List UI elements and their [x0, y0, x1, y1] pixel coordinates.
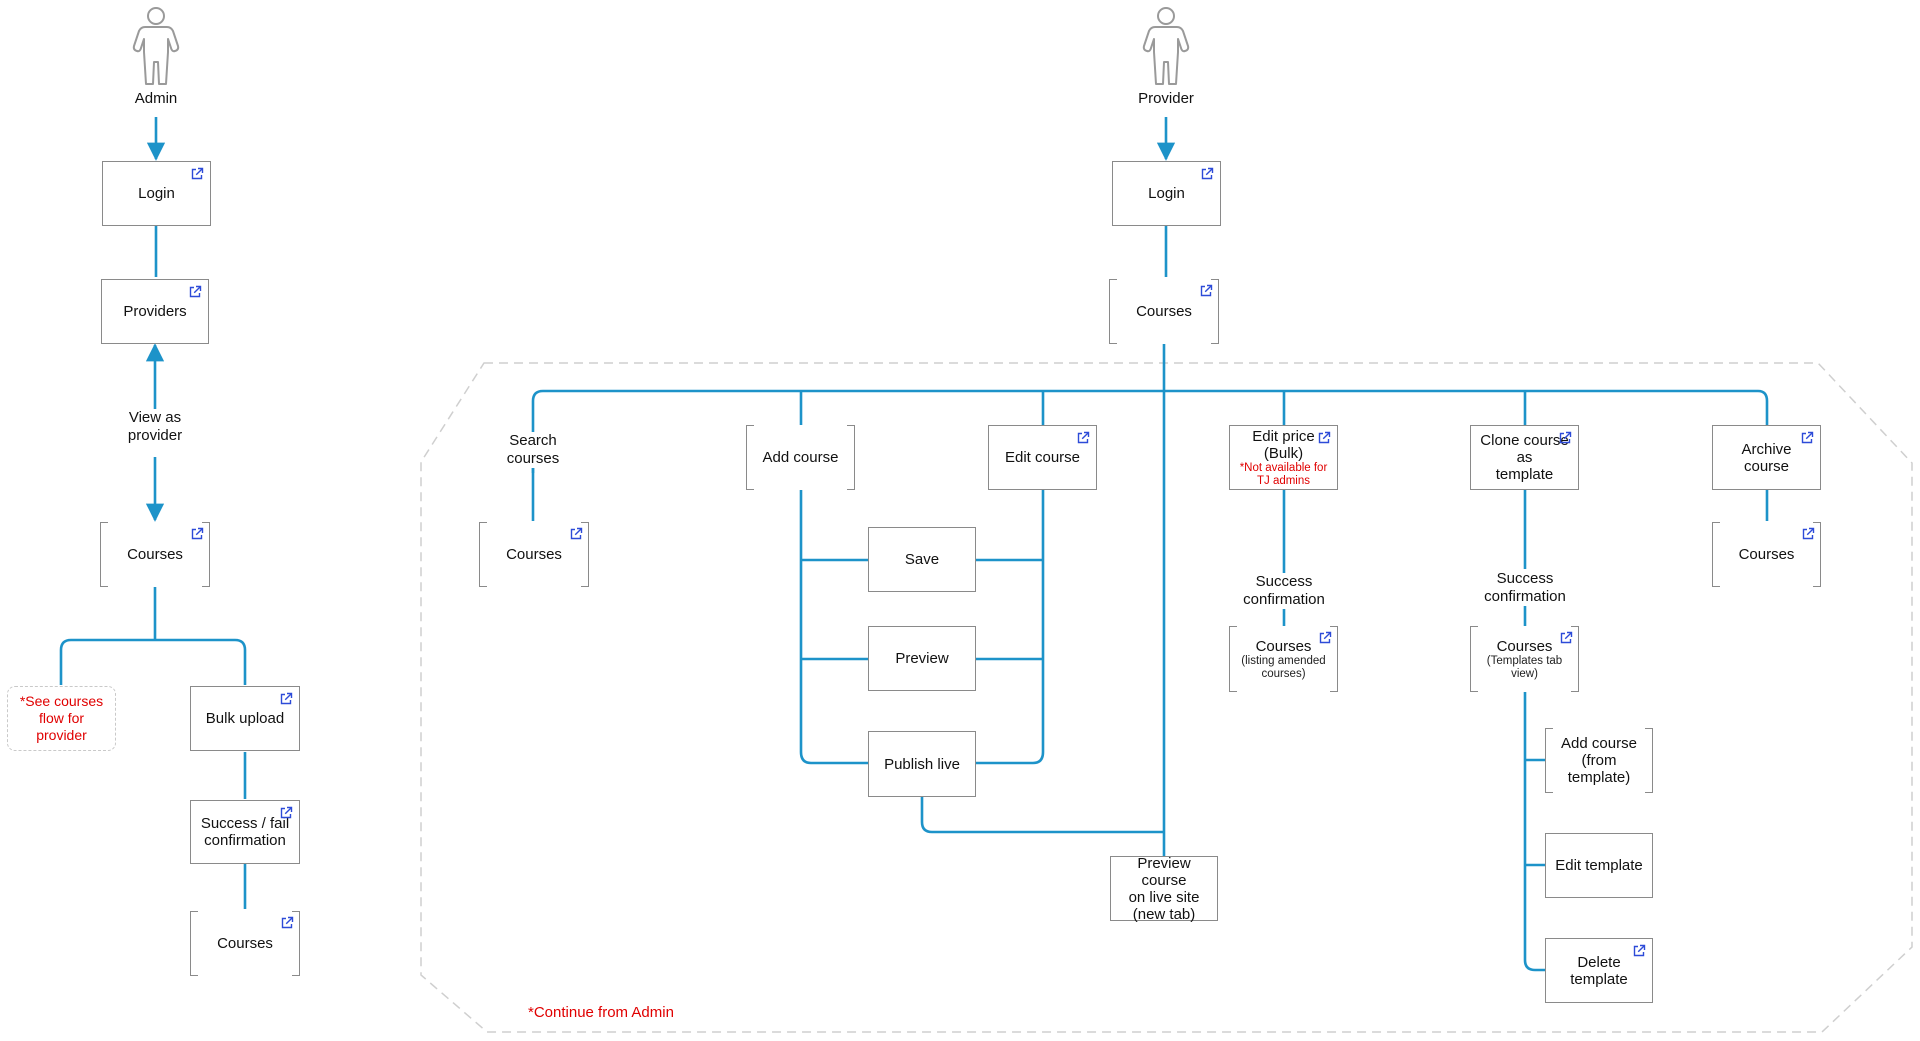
node-label: Bulk upload	[205, 710, 285, 727]
node-label: Add course	[762, 449, 839, 466]
preview-node[interactable]: Preview	[868, 626, 976, 691]
external-link-icon[interactable]	[279, 806, 293, 820]
clone-success-confirmation-label: Success confirmation	[1474, 570, 1576, 606]
node-sublabel: (listing amended courses)	[1241, 654, 1326, 680]
node-label: Courses	[127, 546, 183, 563]
external-link-icon[interactable]	[190, 527, 204, 541]
node-label: Save	[904, 551, 940, 568]
external-link-icon[interactable]	[1801, 527, 1815, 541]
node-label: Edit course	[1004, 449, 1081, 466]
templates-tab-courses-node[interactable]: Courses (Templates tab view)	[1470, 626, 1579, 692]
admin-courses-after-upload-node[interactable]: Courses	[190, 911, 300, 976]
archive-courses-node[interactable]: Courses	[1712, 522, 1821, 587]
node-label: Courses	[1136, 303, 1192, 320]
search-results-courses-node[interactable]: Courses	[479, 522, 589, 587]
preview-live-site-node[interactable]: Preview course on live site (new tab)	[1110, 854, 1218, 923]
admin-courses-node[interactable]: Courses	[100, 522, 210, 587]
node-label: Preview course on live site (new tab)	[1128, 854, 1200, 923]
external-link-icon[interactable]	[1199, 284, 1213, 298]
node-label: Providers	[123, 303, 187, 320]
provider-actor: Provider	[1131, 6, 1201, 107]
external-link-icon[interactable]	[1632, 944, 1646, 958]
admin-actor: Admin	[121, 6, 191, 107]
edit-template-node[interactable]: Edit template	[1545, 833, 1653, 898]
node-label: Delete template	[1570, 953, 1628, 988]
node-label: Courses	[217, 935, 273, 952]
provider-flow-group-outline	[420, 362, 1913, 1033]
admin-providers-node[interactable]: Providers	[101, 279, 209, 344]
person-outline-icon	[132, 7, 180, 85]
price-success-confirmation-label: Success confirmation	[1233, 573, 1335, 609]
edit-course-node[interactable]: Edit course	[988, 425, 1097, 490]
person-outline-icon	[1142, 7, 1190, 85]
provider-login-node[interactable]: Login	[1112, 161, 1221, 226]
external-link-icon[interactable]	[1559, 631, 1573, 645]
add-course-node[interactable]: Add course	[746, 425, 855, 490]
success-fail-node[interactable]: Success / fail confirmation	[190, 800, 300, 864]
publish-live-node[interactable]: Publish live	[868, 731, 976, 797]
not-available-note: *Not available for TJ admins	[1239, 461, 1328, 487]
clone-as-template-node[interactable]: Clone course as template	[1470, 425, 1579, 490]
node-label: Preview	[895, 650, 949, 667]
node-label: Courses	[1738, 546, 1795, 563]
node-label: Edit price (Bulk)	[1252, 427, 1315, 462]
delete-template-node[interactable]: Delete template	[1545, 938, 1653, 1003]
external-link-icon[interactable]	[188, 285, 202, 299]
node-label: Publish live	[884, 755, 960, 773]
node-label: Courses	[506, 546, 562, 563]
node-label: Clone course as template	[1480, 432, 1569, 483]
edit-price-bulk-node[interactable]: Edit price (Bulk) *Not available for TJ …	[1229, 425, 1338, 490]
external-link-icon[interactable]	[280, 916, 294, 930]
node-label: Courses	[1496, 637, 1553, 655]
search-courses-label: Search courses	[488, 432, 578, 468]
node-label: Courses	[1255, 637, 1312, 655]
admin-label: Admin	[134, 90, 178, 107]
provider-label: Provider	[1138, 90, 1194, 107]
external-link-icon[interactable]	[569, 527, 583, 541]
external-link-icon[interactable]	[1076, 431, 1090, 445]
archive-course-node[interactable]: Archive course	[1712, 425, 1821, 490]
external-link-icon[interactable]	[1318, 631, 1332, 645]
external-link-icon[interactable]	[1200, 167, 1214, 181]
node-label: Success / fail confirmation	[200, 815, 290, 849]
save-node[interactable]: Save	[868, 527, 976, 592]
note-text: *See courses flow for provider	[19, 693, 104, 743]
node-label: Add course (from template)	[1561, 735, 1637, 786]
external-link-icon[interactable]	[279, 692, 293, 706]
provider-courses-node[interactable]: Courses	[1109, 279, 1219, 344]
node-label: Archive course	[1741, 440, 1792, 475]
bulk-upload-node[interactable]: Bulk upload	[190, 686, 300, 751]
amended-courses-node[interactable]: Courses (listing amended courses)	[1229, 626, 1338, 692]
node-sublabel: (Templates tab view)	[1486, 654, 1563, 680]
node-label: Login	[138, 185, 175, 202]
external-link-icon[interactable]	[1317, 431, 1331, 445]
admin-login-node[interactable]: Login	[102, 161, 211, 226]
external-link-icon[interactable]	[190, 167, 204, 181]
see-courses-flow-note: *See courses flow for provider	[7, 686, 116, 751]
node-label: Edit template	[1555, 857, 1643, 874]
external-link-icon[interactable]	[1800, 431, 1814, 445]
node-label: Login	[1148, 185, 1185, 202]
continue-from-admin-note: *Continue from Admin	[528, 1004, 674, 1021]
add-course-from-template-node[interactable]: Add course (from template)	[1545, 728, 1653, 793]
external-link-icon[interactable]	[1558, 431, 1572, 445]
view-as-provider-label: View as provider	[110, 409, 200, 445]
